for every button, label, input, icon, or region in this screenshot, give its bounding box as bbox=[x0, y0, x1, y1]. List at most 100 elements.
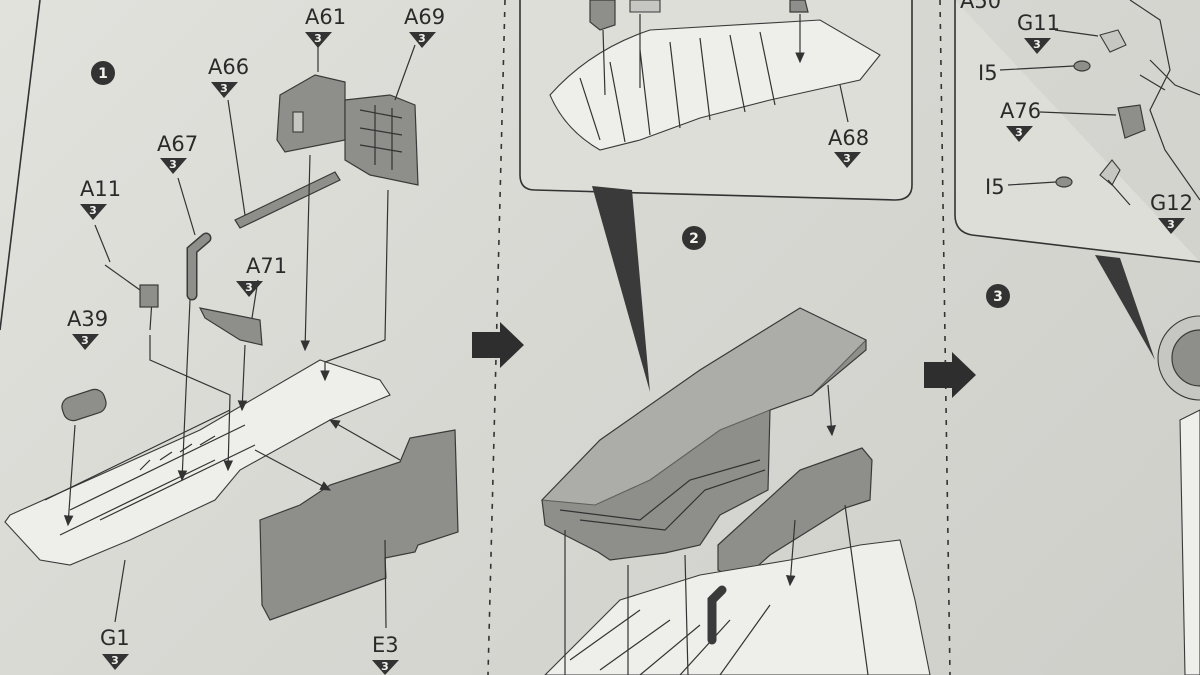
inset-part-top-left bbox=[589, 0, 616, 31]
part-g12 bbox=[1099, 159, 1121, 186]
callout-a66-triangle bbox=[211, 82, 238, 98]
callout-a69-qty: 3 bbox=[418, 32, 426, 45]
callout-g1-triangle bbox=[102, 654, 129, 670]
callout-a71-triangle bbox=[236, 281, 263, 297]
callout-g1-qty: 3 bbox=[111, 654, 119, 667]
arrow-a61-down bbox=[300, 154, 311, 352]
inset-floor-ribs bbox=[579, 31, 776, 143]
callout-a61-qty: 3 bbox=[314, 32, 322, 45]
step-2-number: 2 bbox=[689, 231, 699, 247]
wheel-hub bbox=[1171, 329, 1200, 387]
gear-strut bbox=[1129, 0, 1200, 201]
step-3-number: 3 bbox=[993, 289, 1003, 305]
inset-part-top-right bbox=[789, 0, 809, 13]
gear-leg bbox=[1179, 409, 1200, 675]
callout-e3-qty: 3 bbox=[381, 660, 389, 673]
part-a61-detail bbox=[292, 111, 304, 133]
arrow-e3-right bbox=[328, 419, 401, 461]
floor-part-g1 bbox=[4, 359, 391, 566]
callout-a68: A68 3 bbox=[828, 126, 869, 168]
callout-a68-code: A68 bbox=[828, 126, 869, 150]
hood-edges bbox=[559, 459, 766, 531]
callout-g12-qty: 3 bbox=[1167, 218, 1175, 231]
callout-a71-code: A71 bbox=[246, 254, 287, 278]
hood-top-face bbox=[540, 307, 867, 506]
arrow-a39-down bbox=[63, 424, 76, 527]
callout-a69-code: A69 bbox=[404, 5, 445, 29]
floor-details bbox=[139, 435, 216, 471]
step-divider-2 bbox=[939, 0, 951, 675]
callout-g12-triangle bbox=[1158, 218, 1185, 234]
step-2-badge bbox=[682, 226, 706, 250]
callout-a67-code: A67 bbox=[157, 132, 198, 156]
callout-g11: G11 3 bbox=[1017, 11, 1060, 54]
leader-a66 bbox=[227, 99, 246, 216]
part-g11 bbox=[1099, 29, 1127, 53]
callout-a76-qty: 3 bbox=[1015, 126, 1023, 139]
part-a61 bbox=[276, 74, 346, 153]
callout-a50-code: A50 bbox=[960, 0, 1001, 13]
callout-a76-triangle bbox=[1006, 126, 1033, 142]
leader-a11 bbox=[94, 224, 111, 263]
callout-a39-qty: 3 bbox=[81, 334, 89, 347]
callout-a39: A39 3 bbox=[67, 307, 108, 350]
part-a66 bbox=[234, 171, 341, 229]
callout-a61: A61 3 bbox=[305, 5, 346, 48]
callout-a11-code: A11 bbox=[80, 177, 121, 201]
callout-a76: A76 3 bbox=[1000, 99, 1041, 142]
callout-g12: G12 3 bbox=[1150, 191, 1193, 234]
callout-g12-code: G12 bbox=[1150, 191, 1193, 215]
arrow-a11-down bbox=[149, 335, 234, 472]
step-3-badge bbox=[986, 284, 1010, 308]
lower-ribs bbox=[569, 604, 771, 675]
detail-pointer-step2 bbox=[592, 186, 650, 392]
callout-a39-code: A39 bbox=[67, 307, 108, 331]
next-step-arrow-2 bbox=[924, 352, 976, 398]
arrow-step2-a bbox=[826, 384, 837, 437]
step-3-detail-box bbox=[954, 0, 1200, 263]
step-1-group: 1 bbox=[4, 5, 459, 675]
arrow-a67-down bbox=[177, 299, 191, 482]
callout-a71-qty: 3 bbox=[245, 281, 253, 294]
floor-ribs bbox=[44, 409, 256, 536]
step3-leaders bbox=[999, 29, 1131, 206]
part-a69-grid bbox=[359, 105, 403, 170]
callout-g11-triangle bbox=[1024, 38, 1051, 54]
step-1-number: 1 bbox=[98, 66, 108, 82]
part-a39 bbox=[61, 388, 107, 422]
callout-g1-code: G1 bbox=[100, 626, 130, 650]
callout-g1: G1 3 bbox=[100, 626, 130, 670]
callout-a66-qty: 3 bbox=[220, 82, 228, 95]
leader-e3 bbox=[384, 539, 387, 629]
callout-a61-code: A61 bbox=[305, 5, 346, 29]
step-3-group: A50 G11 3 I5 A76 3 I5 G12 3 3 bbox=[954, 0, 1200, 675]
step-1-badge bbox=[91, 61, 115, 85]
callout-a66-code: A66 bbox=[208, 55, 249, 79]
callout-a11-qty: 3 bbox=[89, 204, 97, 217]
callout-a71: A71 3 bbox=[236, 254, 287, 297]
callout-a76-code: A76 bbox=[1000, 99, 1041, 123]
callout-i5-bottom-code: I5 bbox=[985, 175, 1005, 199]
part-i5-top bbox=[1073, 60, 1091, 72]
callout-g11-code: G11 bbox=[1017, 11, 1060, 35]
callout-e3-triangle bbox=[372, 660, 399, 675]
callout-a68-triangle bbox=[834, 152, 861, 168]
callout-g11-qty: 3 bbox=[1033, 38, 1041, 51]
callout-a69: A69 3 bbox=[404, 5, 445, 48]
part-a69 bbox=[344, 94, 419, 186]
callout-e3: E3 3 bbox=[372, 633, 399, 675]
next-step-arrow-1 bbox=[472, 322, 524, 368]
part-a11-block bbox=[139, 284, 159, 308]
arrow-a71-down bbox=[237, 344, 248, 412]
detail-pointer-step3 bbox=[1095, 255, 1155, 360]
part-a76 bbox=[1117, 104, 1146, 139]
part-a71 bbox=[198, 307, 263, 346]
leader-a67 bbox=[177, 177, 196, 236]
assembly-guide-lines bbox=[564, 504, 869, 675]
leader-a69 bbox=[394, 44, 416, 101]
callout-i5-top-code: I5 bbox=[978, 61, 998, 85]
callout-a61-triangle bbox=[305, 32, 332, 48]
callout-e3-code: E3 bbox=[372, 633, 399, 657]
